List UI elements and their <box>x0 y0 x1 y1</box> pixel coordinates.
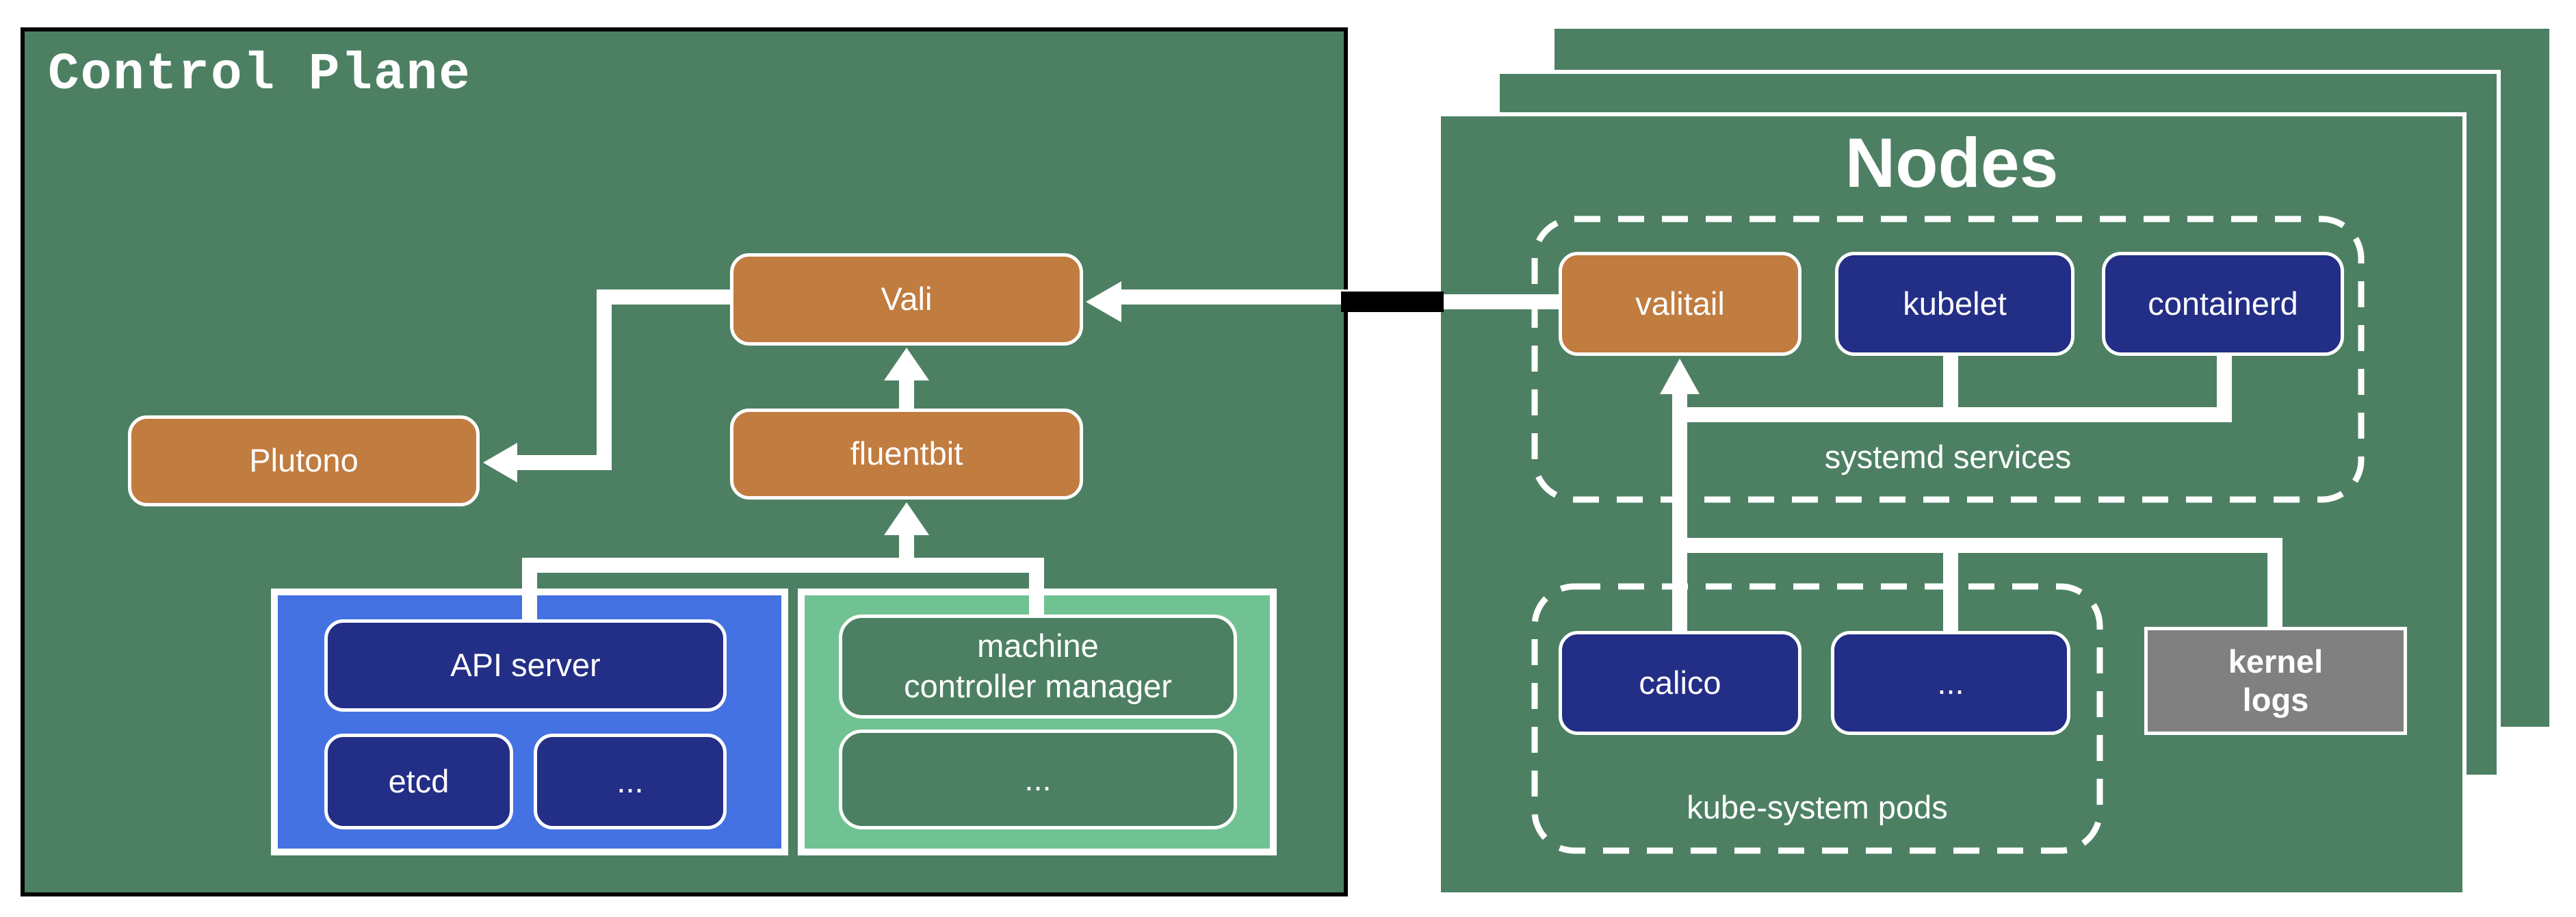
connector-nodes-to-vali-shaft <box>1117 289 1350 305</box>
connector-main-vertical <box>1672 390 1687 634</box>
kernel-logs-label: kernel logs <box>2228 643 2324 718</box>
api-server-box: API server <box>324 619 727 712</box>
node-panel-front: valitail kubelet containerd calico ... k… <box>1437 112 2467 896</box>
valitail-box: valitail <box>1559 252 1801 356</box>
plutono-label: Plutono <box>249 442 359 479</box>
nodes-title: Nodes <box>1845 124 2059 202</box>
connector-vali-to-plutono-top <box>597 289 755 305</box>
mcm-sibling-label: ... <box>1024 760 1052 797</box>
connector-containerd-stub <box>2217 352 2232 422</box>
connector-panel-gap-black <box>1341 292 1444 312</box>
control-plane-panel: Vali Plutono fluentbit API server etcd .… <box>21 27 1350 896</box>
vali-label: Vali <box>881 281 933 318</box>
arrowhead-nodes-into-vali <box>1086 281 1121 322</box>
vali-box: Vali <box>730 253 1083 346</box>
arrowhead-into-vali <box>884 348 929 380</box>
calico-label: calico <box>1639 664 1721 701</box>
plutono-box: Plutono <box>128 415 480 506</box>
valitail-label: valitail <box>1635 285 1725 322</box>
api-server-label: API server <box>450 647 601 684</box>
mcm-sibling-box: ... <box>839 729 1237 829</box>
connector-kernel-logs-drop <box>2267 547 2282 630</box>
pods-sibling-box: ... <box>1831 631 2070 735</box>
fluentbit-box: fluentbit <box>730 409 1083 500</box>
connector-vali-to-plutono-vertical <box>597 289 612 470</box>
control-plane-title: Control Plane <box>48 45 471 104</box>
etcd-sibling-label: ... <box>616 762 644 799</box>
connector-valitail-to-vali-shaft <box>1438 294 1563 309</box>
kube-system-pods-label: kube-system pods <box>1687 789 1948 825</box>
containerd-label: containerd <box>2148 285 2298 322</box>
connector-drop-to-api-server <box>522 568 537 624</box>
connector-kubelet-stub <box>1943 352 1958 422</box>
machine-controller-manager-box: machine controller manager <box>839 615 1237 719</box>
kubelet-box: kubelet <box>1835 252 2074 356</box>
containerd-box: containerd <box>2102 252 2344 356</box>
calico-box: calico <box>1559 631 1801 735</box>
connector-pods-bar <box>1672 538 2282 553</box>
arrowhead-into-plutono <box>483 443 517 482</box>
pods-sibling-label: ... <box>1937 664 1964 701</box>
connector-drop-to-mcm <box>1029 568 1044 619</box>
connector-pods-sibling-stub <box>1943 547 1958 634</box>
fluentbit-label: fluentbit <box>850 435 963 472</box>
kernel-logs-box: kernel logs <box>2144 627 2407 735</box>
connector-fluentbit-to-vali <box>899 378 914 412</box>
connector-bar-to-fluentbit <box>899 532 914 563</box>
etcd-label: etcd <box>388 762 450 799</box>
connector-cp-horizontal-bar <box>522 558 1044 573</box>
arrowhead-into-valitail <box>1660 359 1700 394</box>
systemd-group-label: systemd services <box>1824 439 2072 475</box>
kubelet-label: kubelet <box>1903 285 2007 322</box>
etcd-sibling-box: ... <box>534 734 727 829</box>
machine-controller-manager-label: machine controller manager <box>904 628 1172 704</box>
arrowhead-into-fluentbit <box>884 502 929 535</box>
etcd-box: etcd <box>324 734 513 829</box>
connector-vali-to-plutono-bottom <box>517 455 612 470</box>
